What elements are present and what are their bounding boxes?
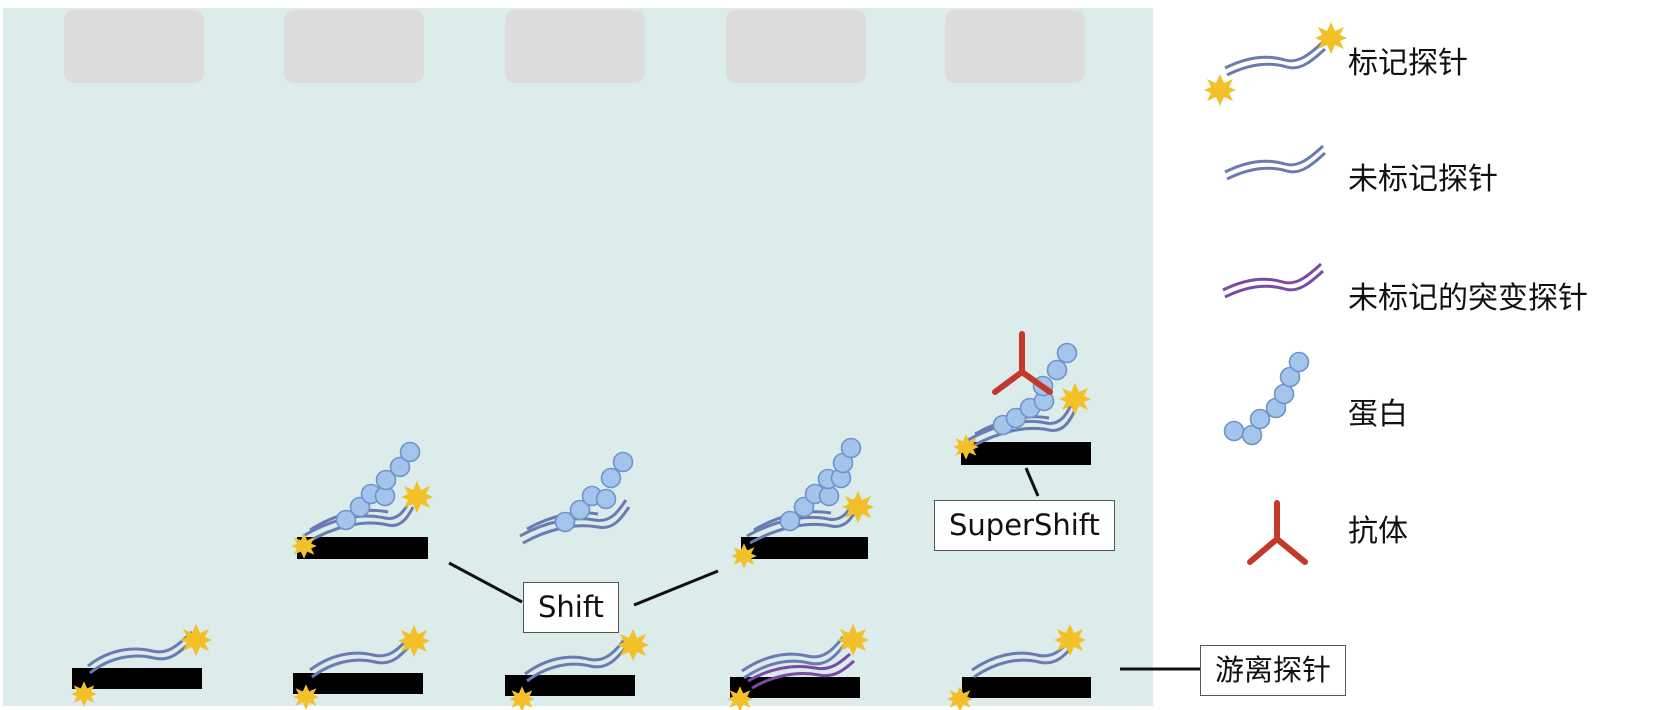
band [962, 677, 1091, 698]
legend-label-protein: 蛋白 [1348, 397, 1408, 432]
lane-3-unlabeled-complex [519, 451, 634, 545]
well-4 [726, 10, 866, 83]
band [741, 537, 868, 559]
shift-callout: Shift [523, 582, 619, 633]
band [72, 668, 202, 689]
band [505, 675, 635, 696]
labeled-probe-icon [1204, 22, 1347, 106]
lane-1-free-probe [71, 624, 212, 707]
antibody-icon [1247, 500, 1308, 565]
lane-5-free-probe [947, 624, 1091, 710]
band [961, 442, 1091, 465]
callout-connectors [448, 467, 1200, 671]
shift-connector-left [448, 561, 523, 604]
mutant-probe-icon [1222, 262, 1325, 299]
free-probe-callout: 游离探针 [1200, 645, 1347, 696]
antibody-shape [992, 331, 1053, 395]
lane-4-shift-complex [731, 437, 874, 569]
unlabeled-probe-icon [1224, 144, 1327, 181]
wells [64, 10, 1085, 83]
band [297, 537, 428, 559]
lane-4-free-probe-with-mutant [727, 624, 869, 710]
legend-label-mutant-probe: 未标记的突变探针 [1348, 281, 1588, 316]
lane-2-free-probe [293, 625, 430, 710]
lane-5-supershift-complex [953, 331, 1091, 465]
lane-2-shift-complex [291, 441, 433, 559]
well-3 [505, 10, 645, 83]
lane-3-free-probe [505, 629, 649, 710]
shift-connector-right [633, 569, 719, 607]
legend-label-labeled-probe: 标记探针 [1348, 46, 1468, 81]
legend-label-antibody: 抗体 [1348, 514, 1408, 549]
protein-icon [1223, 351, 1310, 446]
well-5 [945, 10, 1085, 83]
supershift-callout: SuperShift [934, 500, 1115, 551]
well-1 [64, 10, 204, 83]
well-2 [284, 10, 424, 83]
legend-label-unlabeled-probe: 未标记探针 [1348, 162, 1498, 197]
supershift-connector [1024, 467, 1040, 497]
band [293, 673, 423, 694]
